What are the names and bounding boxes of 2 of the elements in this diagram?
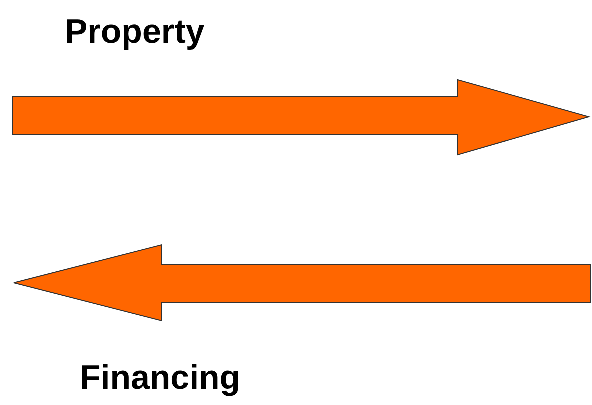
arrow-label: Property (65, 12, 205, 52)
arrow-label: Financing (80, 358, 241, 398)
